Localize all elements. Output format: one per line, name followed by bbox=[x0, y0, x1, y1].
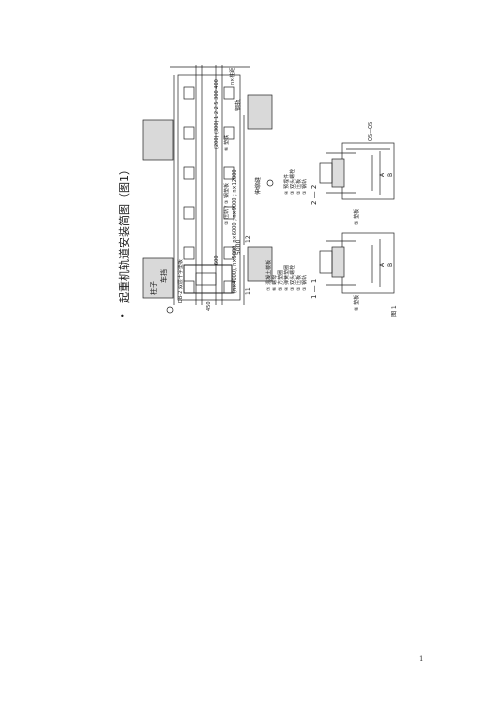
clamp-plate bbox=[183, 86, 195, 100]
bottom-note-left: ⑧ 垫板 bbox=[353, 295, 360, 311]
label-stopper: 车挡 bbox=[159, 269, 168, 283]
left-item-4: ④ 弹簧垫圈 bbox=[283, 265, 290, 291]
dim-series-bottom: (n×4000), n×5000, n×6000 ; n×9000 ; n×12… bbox=[232, 169, 238, 293]
section-title-right: 2 — 2 bbox=[310, 185, 318, 205]
dim-450: 450 bbox=[206, 301, 212, 311]
figure-label: 图 1 bbox=[391, 305, 398, 317]
rail-head-bottom bbox=[319, 250, 333, 274]
section-top-label: OS—OS bbox=[368, 122, 374, 141]
base-plate-bottom bbox=[331, 246, 345, 278]
left-item-5: ⑤ 方垫圈 bbox=[277, 270, 284, 291]
column-top bbox=[142, 119, 174, 161]
clamp-plate bbox=[223, 126, 235, 140]
label-rail: 钢轨 bbox=[234, 99, 242, 111]
right-item-4: ④ 预埋件 bbox=[283, 174, 290, 195]
clamp-plate bbox=[183, 246, 195, 260]
left-item-6: ⑥ 螺母 bbox=[271, 275, 278, 291]
plan-labels: 柱子 车挡 钢轨 伸缩缝 DB-2 双层十字垫板 ② 压轨 / ③ 钢垫板 ⑥ … bbox=[149, 68, 262, 311]
clamp-plate bbox=[223, 206, 235, 220]
section-view-top bbox=[319, 142, 395, 200]
label-left-cross: DB-2 双层十字垫板 bbox=[177, 259, 184, 303]
bottom-note-right: ⑤ 垫板 bbox=[353, 209, 360, 225]
rail-installation-drawing: 起重机轨道安装简图（图1） bbox=[117, 65, 398, 317]
rail-beam bbox=[177, 74, 241, 301]
label-expansion-joint: 伸缩缝 bbox=[254, 177, 262, 195]
drawing-title-group: 起重机轨道安装简图（图1） bbox=[117, 164, 131, 303]
section-labels: 2 — 2 1 — 1 A B A B OS—OS ① 钢轨 bbox=[265, 122, 398, 317]
rail-stopper-inner bbox=[195, 272, 217, 286]
dim-11: 11 bbox=[245, 287, 252, 295]
clamp-plate bbox=[223, 166, 235, 180]
dim-B-label-top: B bbox=[387, 173, 394, 177]
clamp-plate bbox=[183, 280, 195, 294]
column-right-bottom bbox=[247, 246, 273, 282]
dim-A-label-top: A bbox=[379, 172, 386, 177]
rail-head-top bbox=[319, 162, 333, 184]
clamp-plate bbox=[183, 126, 195, 140]
right-item-1: ① 钢轨 bbox=[301, 179, 308, 195]
label-right-note: ⑥ 垫铁 bbox=[223, 135, 230, 151]
right-item-3: ③ 双头螺栓 bbox=[289, 169, 296, 195]
left-item-7: ⑦ 混凝土楼板 bbox=[265, 260, 272, 291]
section-mark-2 bbox=[266, 179, 274, 187]
plan-view bbox=[142, 65, 274, 314]
clamp-plate bbox=[223, 86, 235, 100]
column-right-top bbox=[247, 94, 273, 130]
clamp-plate bbox=[183, 206, 195, 220]
clamp-plate bbox=[183, 166, 195, 180]
clamp-plates bbox=[183, 86, 235, 294]
dim-B-label-bottom: B bbox=[387, 263, 394, 267]
left-item-1: ① 钢轨 bbox=[301, 275, 308, 291]
right-item-2: ② 压板 bbox=[295, 179, 302, 195]
drawing-title: 起重机轨道安装简图（图1） bbox=[117, 164, 131, 303]
section-view-bottom bbox=[319, 232, 395, 294]
left-item-3: ③ 双头螺栓 bbox=[289, 265, 296, 291]
dim-colspec-right: (200) (300) 1 2 2 5 300 400 bbox=[214, 79, 220, 149]
section-title-left: 1 — 1 bbox=[310, 279, 318, 299]
concrete-beam-top bbox=[341, 142, 395, 200]
label-column: 柱子 bbox=[149, 281, 158, 295]
page-number: 1 bbox=[419, 655, 424, 663]
left-item-2: ② 压板 bbox=[295, 275, 302, 291]
base-plate-top bbox=[331, 158, 345, 188]
section-mark-1 bbox=[166, 306, 174, 314]
label-mid-note: ② 压轨 / ③ 钢垫板 bbox=[223, 183, 230, 225]
dim-600: 600 bbox=[214, 255, 220, 265]
dim-spacing-note: n×柱距 bbox=[229, 68, 236, 85]
clamp-plate bbox=[223, 246, 235, 260]
dim-A-label-bottom: A bbox=[379, 262, 386, 267]
bullet: • bbox=[120, 312, 125, 321]
rail-stopper bbox=[183, 264, 233, 294]
dim-5000: 5000 bbox=[235, 240, 242, 255]
column-bottom bbox=[142, 257, 174, 299]
dim-12: 12 bbox=[245, 235, 252, 243]
